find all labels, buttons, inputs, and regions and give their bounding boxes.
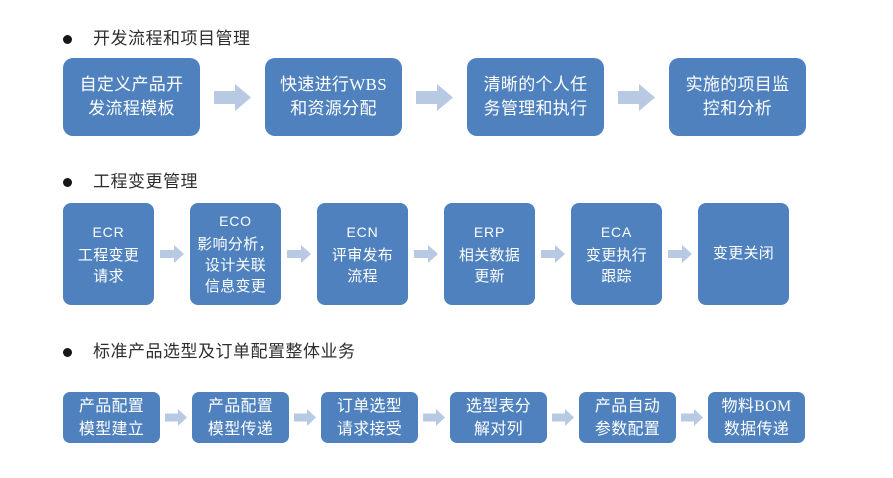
flow-step-line: 评审发布 [331,247,394,264]
flow-step-1-1[interactable]: 自定义产品开 发流程模板 [63,58,200,136]
flow-step-2-3[interactable]: ECN 评审发布 流程 [317,203,408,305]
arrow-right-icon [423,409,445,426]
flow-arrow-1-3 [604,83,669,111]
flow-step-line: 解对列 [474,420,523,438]
flow-step-line: 产品自动 [594,397,661,415]
section-title-2: 工程变更管理 [93,172,198,191]
flow-step-line: 实施的项目监 [685,75,790,94]
flow-step-code: ECR [92,223,125,240]
arrow-right-icon [287,245,311,263]
flow-step-line: 工程变更 [77,247,140,264]
flow-row-1: 自定义产品开 发流程模板 快速进行WBS 和资源分配 清晰的个人任 务管理和执行 [63,58,806,136]
flow-arrow-2-4 [535,245,571,263]
flow-arrow-2-2 [281,245,317,263]
flow-step-2-5[interactable]: ECA 变更执行 跟踪 [571,203,662,305]
flow-step-line: 参数配置 [594,420,661,438]
arrow-right-icon [416,83,453,111]
flow-arrow-3-4 [547,409,579,426]
flow-step-line: 请求接受 [336,420,403,438]
flow-step-line: 变更执行 [585,247,648,264]
flow-arrow-3-3 [418,409,450,426]
flow-arrow-2-5 [662,245,698,263]
flow-step-line: 物料BOM [721,397,792,415]
flow-step-2-2[interactable]: ECO 影响分析， 设计关联 信息变更 [190,203,281,305]
flow-step-1-3[interactable]: 清晰的个人任 务管理和执行 [467,58,604,136]
flow-step-line: 快速进行WBS [280,75,387,94]
flow-step-line: 影响分析， [197,237,274,253]
flow-step-3-4[interactable]: 选型表分 解对列 [450,392,547,443]
arrow-right-icon [668,245,692,263]
flow-step-line: 信息变更 [204,279,267,295]
flow-arrow-2-1 [154,245,190,263]
flow-step-3-6[interactable]: 物料BOM 数据传递 [708,392,805,443]
arrow-right-icon [618,83,655,111]
bullet-icon [63,177,72,187]
flow-step-line: 更新 [474,268,505,285]
section-title-3: 标准产品选型及订单配置整体业务 [93,342,356,361]
flow-step-2-4[interactable]: ERP 相关数据 更新 [444,203,535,305]
flow-step-3-3[interactable]: 订单选型 请求接受 [321,392,418,443]
flow-step-line: 和资源分配 [290,99,377,118]
arrow-right-icon [165,409,187,426]
flow-row-3: 产品配置 模型建立 产品配置 模型传递 订单选型 请求接受 选型 [63,392,805,443]
flow-step-line: 务管理和执行 [483,99,588,118]
arrow-right-icon [294,409,316,426]
flow-arrow-3-5 [676,409,708,426]
flow-arrow-3-1 [160,409,192,426]
section-heading-3: 标准产品选型及订单配置整体业务 [63,342,356,362]
arrow-right-icon [160,245,184,263]
flow-arrow-1-2 [402,83,467,111]
flow-step-code: ECA [600,223,633,240]
flow-step-line: 产品配置 [78,397,145,415]
flow-step-2-6[interactable]: 变更关闭 [698,203,789,305]
flow-step-line: 自定义产品开 [79,75,184,94]
flow-arrow-3-2 [289,409,321,426]
flow-step-code: ECO [219,213,252,229]
flow-step-line: 变更关闭 [712,245,775,262]
arrow-right-icon [541,245,565,263]
flow-step-3-2[interactable]: 产品配置 模型传递 [192,392,289,443]
flow-step-line: 模型传递 [207,420,274,438]
flow-step-1-4[interactable]: 实施的项目监 控和分析 [669,58,806,136]
flow-step-line: 数据传递 [723,420,790,438]
flow-step-code: ECN [346,223,379,240]
section-heading-1: 开发流程和项目管理 [63,29,251,49]
flow-step-line: 选型表分 [465,397,532,415]
flow-step-line: 相关数据 [458,247,521,264]
flow-step-3-1[interactable]: 产品配置 模型建立 [63,392,160,443]
flow-step-3-5[interactable]: 产品自动 参数配置 [579,392,676,443]
flow-step-line: 请求 [93,268,124,285]
flow-step-1-2[interactable]: 快速进行WBS 和资源分配 [265,58,402,136]
flow-step-line: 设计关联 [204,258,267,274]
flow-step-line: 流程 [347,268,378,285]
flow-step-line: 发流程模板 [88,99,175,118]
flow-step-line: 模型建立 [78,420,145,438]
flow-step-2-1[interactable]: ECR 工程变更 请求 [63,203,154,305]
flow-step-line: 控和分析 [702,99,773,118]
arrow-right-icon [214,83,251,111]
flow-step-line: 产品配置 [207,397,274,415]
flow-step-line: 跟踪 [601,268,632,285]
flow-step-line: 订单选型 [336,397,403,415]
flow-row-2: ECR 工程变更 请求 ECO 影响分析， 设计关联 信息变更 ECN 评审发布… [63,203,789,305]
arrow-right-icon [681,409,703,426]
bullet-icon [63,347,72,357]
arrow-right-icon [552,409,574,426]
bullet-icon [63,34,72,44]
flow-step-line: 清晰的个人任 [483,75,588,94]
flow-arrow-1-1 [200,83,265,111]
section-title-1: 开发流程和项目管理 [93,29,251,48]
arrow-right-icon [414,245,438,263]
flow-arrow-2-3 [408,245,444,263]
flow-step-code: ERP [473,223,506,240]
section-heading-2: 工程变更管理 [63,172,198,192]
